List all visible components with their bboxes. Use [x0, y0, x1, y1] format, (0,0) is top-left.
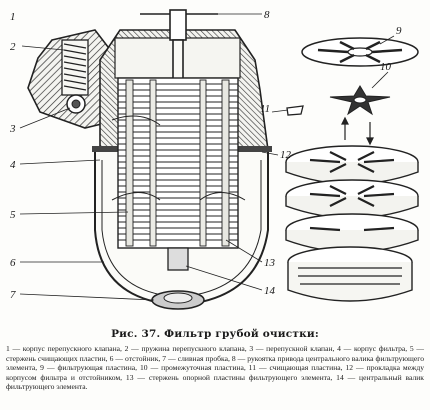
intermediate-plate — [329, 85, 391, 116]
label-14: 14 — [264, 285, 276, 297]
label-3: 3 — [9, 123, 16, 135]
label-8: 8 — [264, 9, 270, 21]
label-11: 11 — [260, 103, 270, 115]
figure-legend: 1 — корпус перепускного клапана, 2 — пру… — [6, 344, 424, 392]
flow-arrows — [111, 115, 246, 201]
bypass-spring — [61, 39, 89, 96]
label-12: 12 — [280, 149, 292, 161]
leader-lines — [19, 13, 395, 301]
filter-assembly — [27, 9, 272, 310]
label-6: 6 — [10, 257, 16, 269]
support-rod — [221, 79, 230, 247]
label-10: 10 — [380, 61, 392, 73]
central-shaft-nut — [167, 247, 189, 271]
filter-diagram: 1 2 3 4 5 6 7 8 9 10 11 12 13 14 — [9, 9, 419, 310]
label-5: 5 — [10, 209, 16, 221]
scraper-plate — [286, 105, 304, 116]
label-13: 13 — [264, 257, 276, 269]
label-9: 9 — [396, 25, 402, 37]
label-2: 2 — [10, 41, 16, 53]
label-1: 1 — [10, 11, 16, 23]
filter-element-stack — [117, 77, 239, 249]
callout-labels: 1 2 3 4 5 6 7 8 9 10 11 12 13 14 — [9, 9, 402, 301]
exploded-plates — [285, 37, 419, 302]
label-7: 7 — [10, 289, 16, 301]
label-4: 4 — [10, 159, 16, 171]
figure-caption: Рис. 37. Фильтр грубой очистки: — [111, 328, 319, 340]
scraper-rod — [125, 79, 134, 247]
